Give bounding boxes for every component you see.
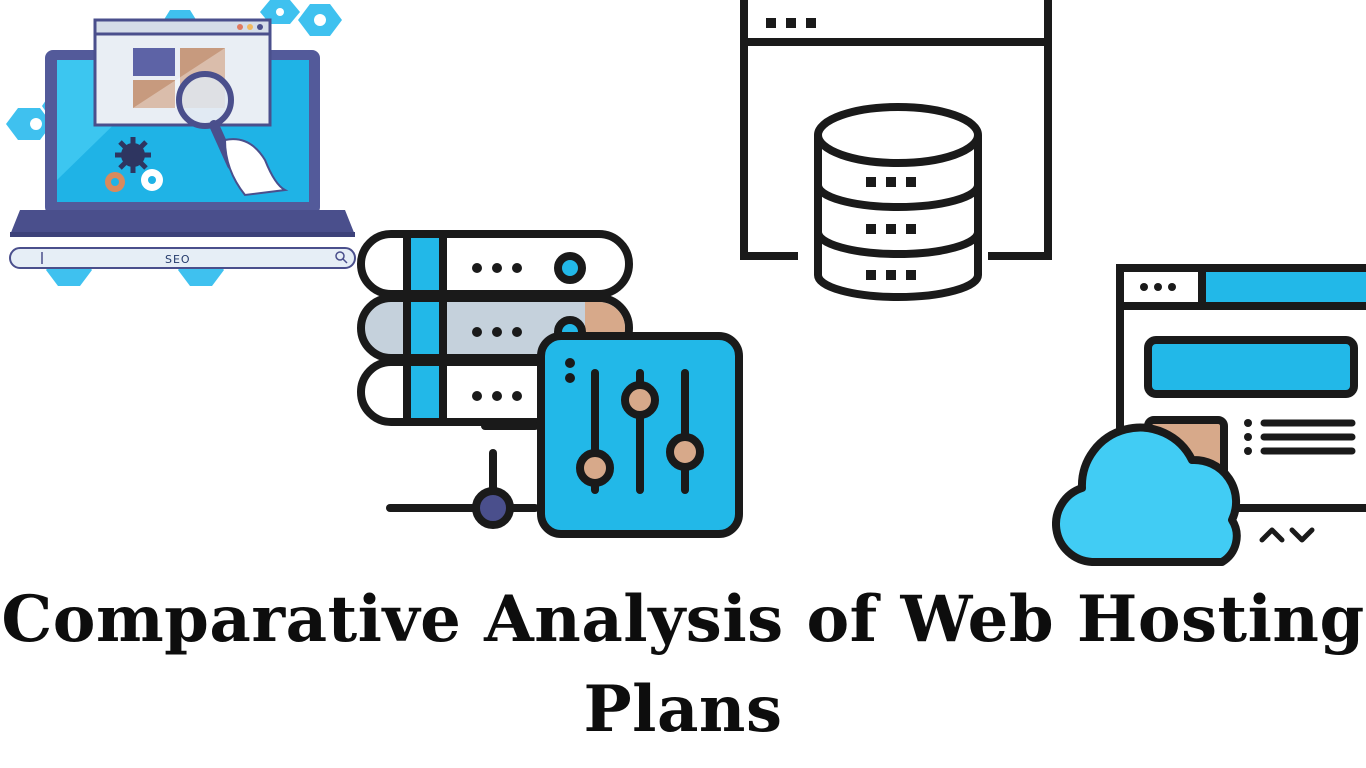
- seo-search-label: SEO: [165, 253, 191, 266]
- page-title: Comparative Analysis of Web Hosting Plan…: [0, 575, 1366, 754]
- database-window-illustration: [740, 0, 1052, 301]
- gear-icon: [105, 137, 163, 192]
- magnifier-icon: [176, 71, 289, 197]
- seo-laptop-illustration: SEO: [6, 0, 356, 286]
- database-icon: [814, 103, 982, 301]
- cloud-webpage-illustration: [1052, 264, 1366, 566]
- server-settings-illustration: [357, 230, 743, 538]
- title-line-2: Plans: [583, 671, 783, 747]
- title-line-1: Comparative Analysis of Web Hosting: [1, 582, 1365, 657]
- sliders-icon: [537, 332, 743, 538]
- cloud-icon: [1052, 423, 1241, 566]
